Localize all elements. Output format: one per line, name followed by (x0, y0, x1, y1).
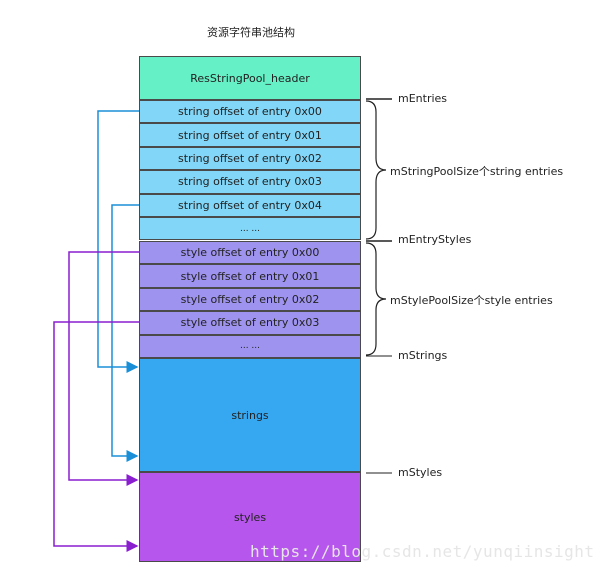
arrow-string-entry-0x04 (111, 204, 139, 462)
arrow-string-entry-0x00 (97, 110, 139, 373)
string-entry-0x00: string offset of entry 0x00 (139, 100, 361, 124)
label-mstringpoolsize: mStringPoolSize个string entries (390, 165, 564, 178)
string-entry-0x04: string offset of entry 0x04 (139, 193, 361, 217)
string-entry-ellipsis: ... ... (139, 217, 361, 241)
brace-style-entries (365, 242, 387, 356)
label-mstyles: mStyles (398, 466, 443, 479)
diagram-title: 资源字符串池结构 (207, 26, 295, 39)
strings-block: strings (139, 358, 361, 472)
style-entry-0x03: style offset of entry 0x03 (139, 311, 361, 335)
label-mstrings: mStrings (398, 349, 448, 362)
arrow-style-entry-0x00 (68, 251, 139, 486)
style-entry-0x01: style offset of entry 0x01 (139, 264, 361, 288)
string-entry-0x02: string offset of entry 0x02 (139, 146, 361, 171)
label-mentries: mEntries (398, 92, 448, 105)
style-entry-0x00: style offset of entry 0x00 (139, 241, 361, 265)
string-entry-0x03: string offset of entry 0x03 (139, 170, 361, 194)
label-mentrystyles: mEntryStyles (398, 233, 472, 246)
string-entry-0x01: string offset of entry 0x01 (139, 123, 361, 147)
brace-string-entries (365, 100, 387, 240)
style-entry-0x02: style offset of entry 0x02 (139, 287, 361, 312)
arrow-style-entry-0x03 (53, 321, 139, 552)
resstringpool-header-block: ResStringPool_header (139, 56, 361, 100)
watermark-text: https://blog.csdn.net/yunqiinsight (250, 542, 595, 561)
style-entry-ellipsis: ... ... (139, 334, 361, 358)
label-mstylepoolsize: mStylePoolSize个style entries (390, 294, 553, 307)
styles-block: styles (139, 472, 361, 562)
